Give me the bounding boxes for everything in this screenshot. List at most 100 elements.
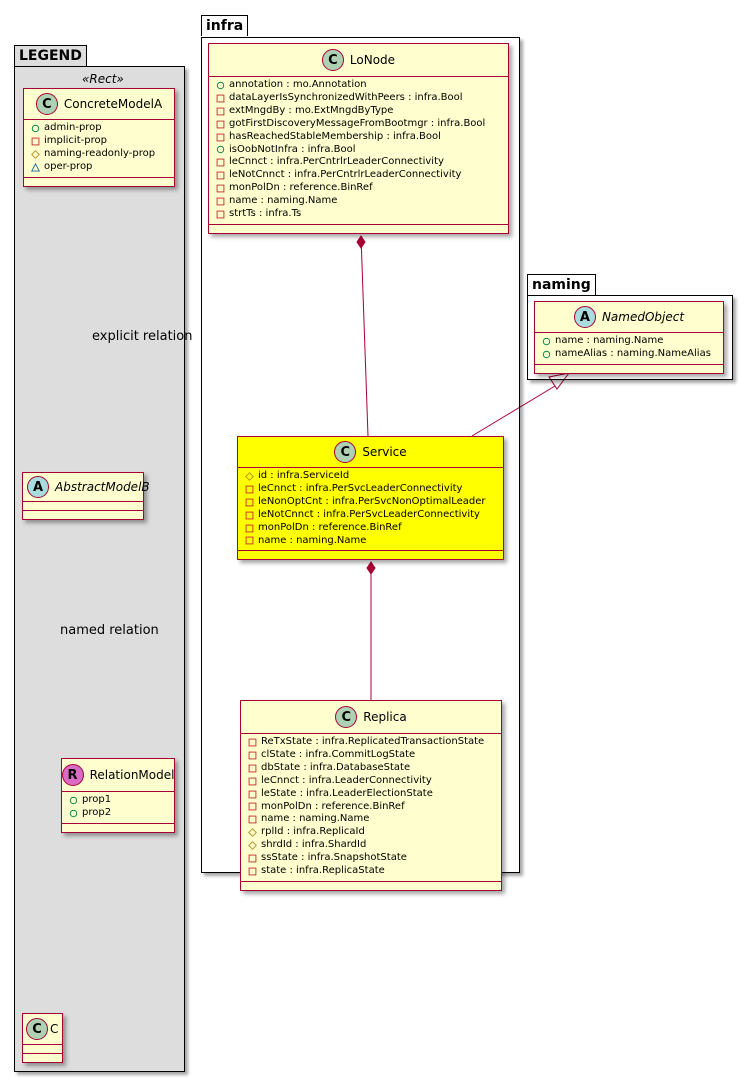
protected-visibility-icon <box>30 149 40 159</box>
private-visibility-icon <box>215 132 225 142</box>
private-visibility-icon <box>247 737 257 747</box>
methods-compartment <box>23 511 143 519</box>
attribute-row: rplId : infra.ReplicaId <box>247 826 495 839</box>
class-c[interactable]: C C <box>22 1013 63 1063</box>
private-visibility-icon <box>215 184 225 194</box>
attribute-row: leState : infra.LeaderElectionState <box>247 788 495 801</box>
class-name: NamedObject <box>601 310 685 324</box>
attribute-row: prop2 <box>68 807 168 820</box>
attribute-row: shrdId : infra.ShardId <box>247 839 495 852</box>
private-visibility-icon <box>215 210 225 220</box>
attribute-row: leNotCnnct : infra.PerCntrlrLeaderConnec… <box>215 169 502 182</box>
private-visibility-icon <box>247 815 257 825</box>
attribute-text: ReTxState : infra.ReplicatedTransactionS… <box>261 736 485 747</box>
attribute-row: name : naming.Name <box>215 195 502 208</box>
package-stereotype: «Rect» <box>82 72 124 86</box>
private-visibility-icon <box>244 523 254 533</box>
private-visibility-icon <box>247 776 257 786</box>
attribute-text: leNotCnnct : infra.PerSvcLeaderConnectiv… <box>258 508 480 520</box>
private-visibility-icon <box>215 119 225 129</box>
methods-compartment <box>209 225 508 233</box>
attribute-text: name : naming.Name <box>261 813 370 825</box>
package-name: naming <box>532 277 591 293</box>
private-visibility-icon <box>215 158 225 168</box>
attribute-text: name : naming.Name <box>555 335 664 346</box>
edge-label-explicit-relation: explicit relation <box>92 329 193 344</box>
class-replica[interactable]: C Replica ReTxState : infra.ReplicatedTr… <box>240 700 502 891</box>
attribute-row: monPolDn : reference.BinRef <box>215 182 502 195</box>
package-name: LEGEND <box>19 48 82 64</box>
attribute-text: implicit-prop <box>44 134 107 146</box>
public-visibility-icon <box>541 336 551 346</box>
attribute-list: ReTxState : infra.ReplicatedTransactionS… <box>241 734 501 881</box>
protected-visibility-icon <box>244 471 254 481</box>
private-visibility-icon <box>244 510 254 520</box>
class-name: AbstractModelB <box>55 480 150 494</box>
attribute-text: dataLayerIsSynchronizedWithPeers : infra… <box>229 91 463 103</box>
package-naming <box>527 295 733 380</box>
attribute-text: monPolDn : reference.BinRef <box>261 800 405 812</box>
public-visibility-icon <box>215 80 225 90</box>
methods-compartment <box>24 178 174 186</box>
composition-diamond-lonode <box>356 235 366 249</box>
edge-generalization-service-namedobject <box>471 385 556 437</box>
private-visibility-icon <box>244 484 254 494</box>
private-visibility-icon <box>215 106 225 116</box>
attribute-row: isOobNotInfra : infra.Bool <box>215 144 502 157</box>
class-name: LoNode <box>349 53 396 67</box>
attribute-row: extMngdBy : mo.ExtMngdByType <box>215 105 502 118</box>
private-visibility-icon <box>247 802 257 812</box>
attribute-row: leCnnct : infra.PerCntrlrLeaderConnectiv… <box>215 156 502 169</box>
attribute-text: leCnnct : infra.PerSvcLeaderConnectivity <box>258 482 463 494</box>
attribute-row: naming-readonly-prop <box>30 148 168 161</box>
edge-label-named-relation: named relation <box>60 623 159 638</box>
attribute-row: nameAlias : naming.NameAlias <box>541 348 717 361</box>
attributes-compartment <box>23 502 143 510</box>
public-visibility-icon <box>68 808 78 818</box>
attribute-row: leCnnct : infra.LeaderConnectivity <box>247 775 495 788</box>
methods-compartment <box>535 365 723 373</box>
private-visibility-icon <box>215 93 225 103</box>
attribute-row: clState : infra.CommitLogState <box>247 749 495 762</box>
class-badge-icon: C <box>321 49 344 71</box>
package-name: infra <box>206 18 244 34</box>
private-visibility-icon <box>30 136 40 146</box>
attribute-row: name : naming.Name <box>247 813 495 826</box>
attribute-text: monPolDn : reference.BinRef <box>229 182 373 194</box>
attribute-text: leCnnct : infra.LeaderConnectivity <box>261 774 432 786</box>
attribute-row: dbState : infra.DatabaseState <box>247 762 495 775</box>
attribute-row: admin-prop <box>30 122 168 135</box>
attribute-row: name : naming.Name <box>541 335 717 348</box>
private-visibility-icon <box>247 867 257 877</box>
private-visibility-icon <box>215 197 225 207</box>
attribute-row: ReTxState : infra.ReplicatedTransactionS… <box>247 736 495 749</box>
attribute-row: leNonOptCnt : infra.PerSvcNonOptimalLead… <box>244 496 497 509</box>
attribute-row: annotation : mo.Annotation <box>215 79 502 92</box>
attribute-text: monPolDn : reference.BinRef <box>258 521 402 533</box>
class-badge-icon: C <box>35 93 58 115</box>
methods-compartment <box>241 882 501 890</box>
attribute-text: leCnnct : infra.PerCntrlrLeaderConnectiv… <box>229 156 444 168</box>
package-legend <box>14 66 185 1072</box>
attribute-text: rplId : infra.ReplicaId <box>261 826 365 838</box>
attribute-row: monPolDn : reference.BinRef <box>244 522 497 535</box>
attribute-row: leCnnct : infra.PerSvcLeaderConnectivity <box>244 483 497 496</box>
private-visibility-icon <box>244 497 254 507</box>
attributes-compartment <box>23 1045 62 1053</box>
class-badge-icon: C <box>335 706 358 728</box>
public-visibility-icon <box>215 145 225 155</box>
attribute-text: prop2 <box>82 806 112 818</box>
attribute-text: prop1 <box>82 794 112 805</box>
attribute-row: prop1 <box>68 794 168 807</box>
class-abstract-model-b[interactable]: A AbstractModelB <box>22 472 150 520</box>
attribute-text: leNonOptCnt : infra.PerSvcNonOptimalLead… <box>258 495 486 507</box>
class-name: ConcreteModelA <box>63 97 163 111</box>
